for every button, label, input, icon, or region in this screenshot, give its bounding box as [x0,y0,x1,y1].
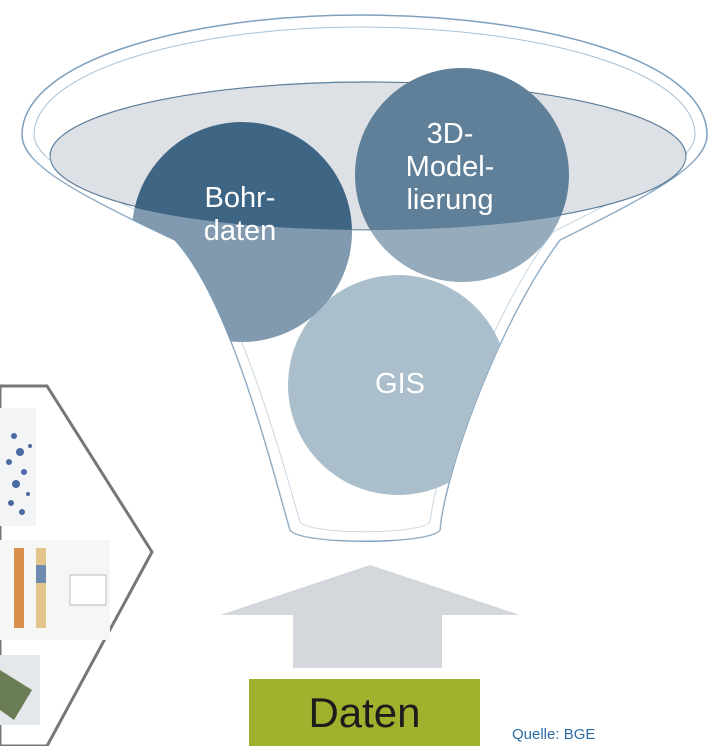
modellierung-label: 3D- Model- lierung [405,118,495,216]
input-arrow [220,565,520,668]
terrain-surface-icon [0,670,32,720]
data-input-box: Daten [249,679,480,746]
map-thumbnail [0,408,36,526]
source-label: Quelle: BGE [512,726,596,743]
gis-circle [288,275,508,495]
map-scatter-icon [6,433,32,515]
bohrdaten-label: Bohr- daten [203,182,277,247]
borehole-column-icon [14,548,107,628]
data-input-label: Daten [308,688,421,736]
modellierung-circle [355,68,569,282]
gis-label: GIS [375,368,425,400]
data-thumbnail-panel [0,384,154,746]
